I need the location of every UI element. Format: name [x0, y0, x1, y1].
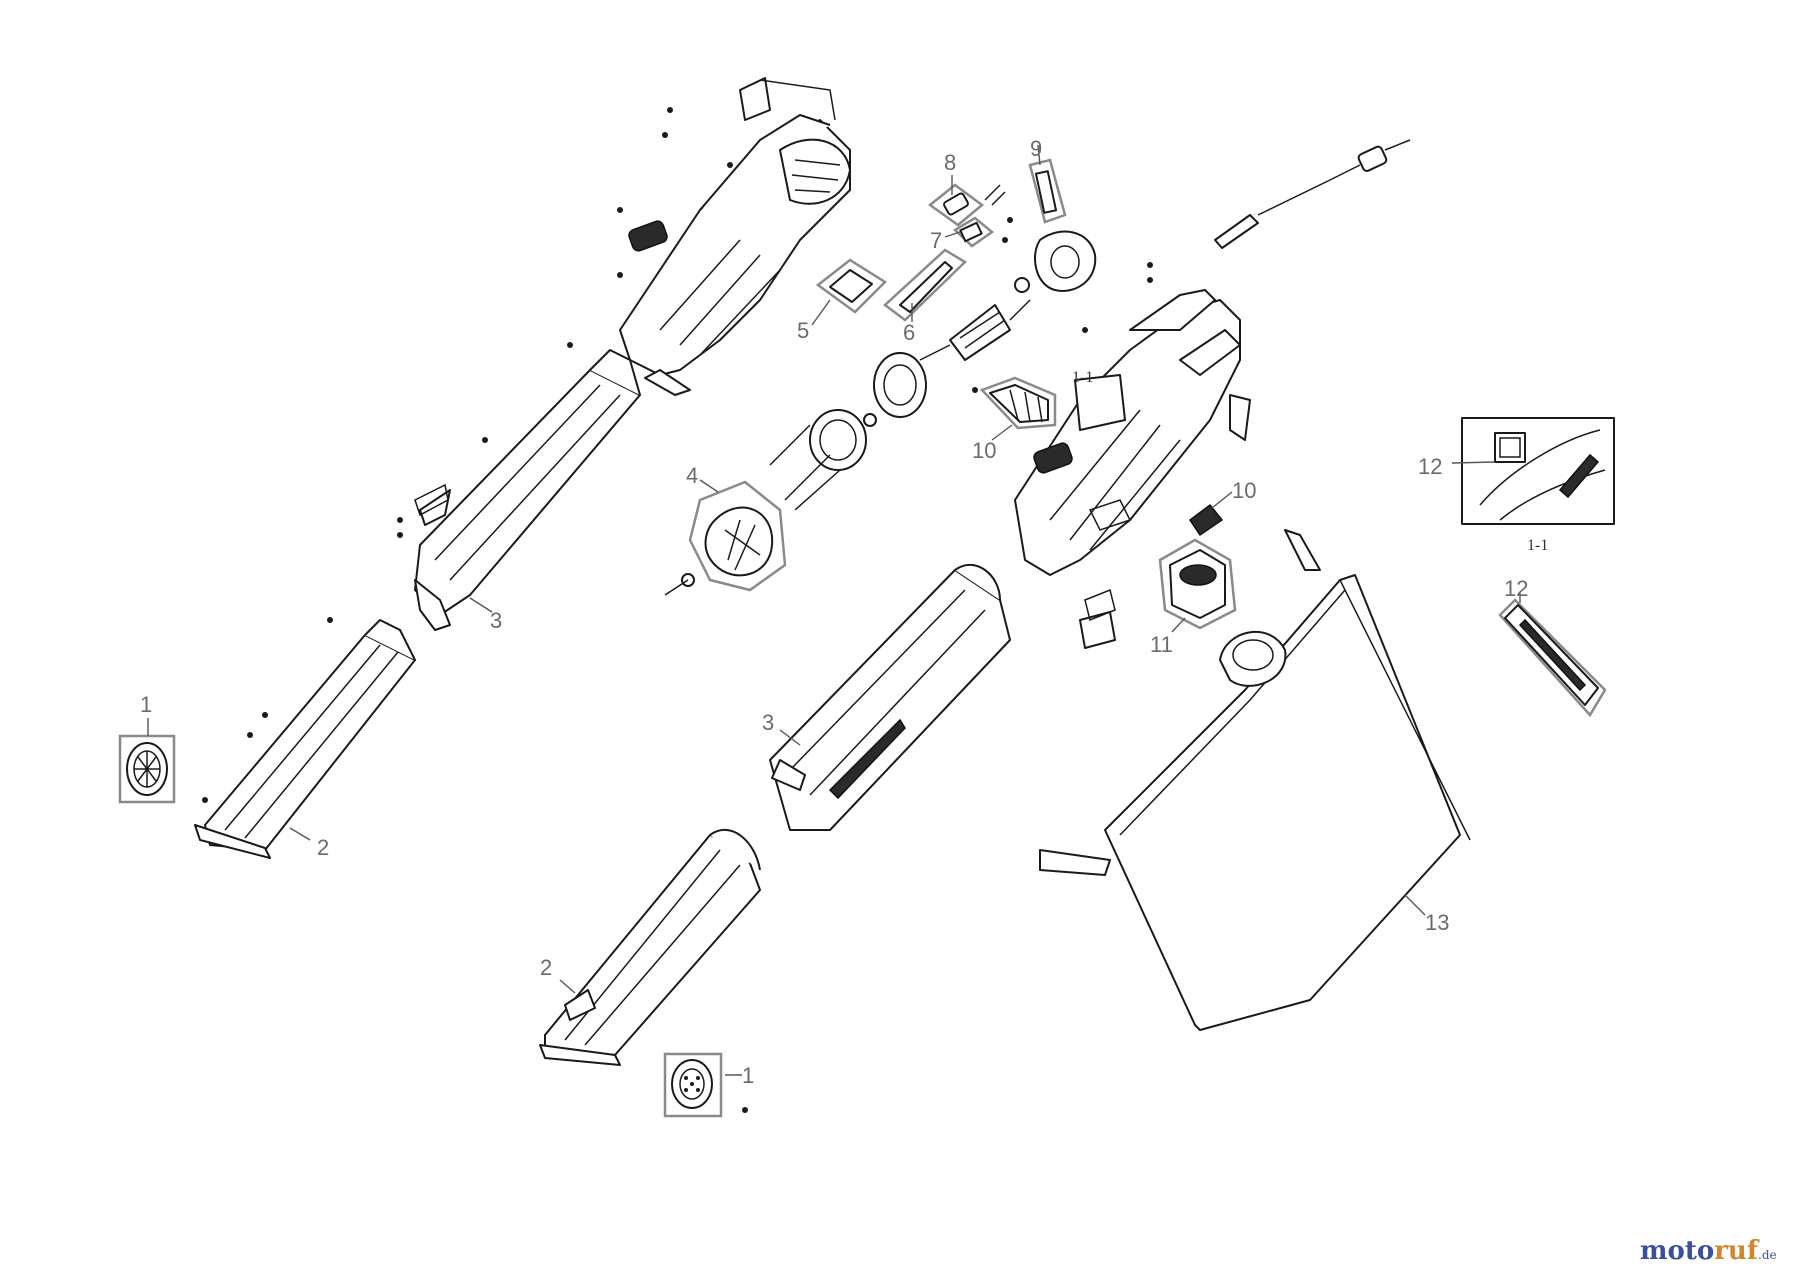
detail-view-1-1: [1461, 417, 1615, 525]
label-part-3-center: 3: [762, 710, 774, 735]
switch-part-7: [952, 216, 995, 248]
tube-section-3-upper: [414, 349, 641, 631]
collection-bag-part-13: [1039, 529, 1471, 1031]
switch-part-9: [1028, 158, 1067, 224]
label-part-1-lower: 1: [742, 1063, 754, 1088]
label-part-5: 5: [797, 318, 809, 343]
wheel-part-1-lower: [663, 1052, 723, 1118]
leader-lines: [147, 144, 1521, 1076]
label-part-9: 9: [1030, 136, 1042, 161]
label-part-2-left: 2: [317, 835, 329, 860]
label-part-3-upper: 3: [490, 608, 502, 633]
tube-section-2-lower: [539, 829, 761, 1066]
callout-labels: 1 2 3 4 5 6 7 8 9 10 10 11 12 12 13 3 2 …: [140, 136, 1548, 1088]
wheel-part-1-left: [118, 734, 176, 804]
adapter-part-11: [1158, 538, 1237, 630]
motor-assembly: [664, 230, 1097, 596]
switch-part-8: [927, 183, 1006, 227]
label-part-8: 8: [944, 150, 956, 175]
tube-section-2-left: [194, 619, 416, 859]
label-part-12-detail: 12: [1418, 454, 1442, 479]
label-part-1-left: 1: [140, 692, 152, 717]
lower-housing-half: [1014, 289, 1251, 649]
watermark-part-1: moto: [1640, 1236, 1715, 1266]
power-cord: [1214, 139, 1411, 249]
label-part-10-lower: 10: [1232, 478, 1256, 503]
watermark-part-3: .de: [1758, 1248, 1777, 1262]
part-10-upper: [979, 376, 1057, 430]
label-detail-1-1-small: 1-1: [1072, 369, 1093, 386]
label-sticker-part-5: [815, 258, 887, 314]
tube-section-3-center: [769, 563, 1011, 831]
label-part-2-lower: 2: [540, 955, 552, 980]
part-10-lower: [1188, 503, 1224, 537]
label-part-13: 13: [1425, 910, 1449, 935]
label-part-7: 7: [930, 228, 942, 253]
watermark-part-2: ruf: [1714, 1236, 1759, 1266]
label-part-10-upper: 10: [972, 438, 996, 463]
switch-lever-part-6: [883, 248, 968, 322]
screws-and-small-parts: [202, 107, 1153, 1113]
label-part-4: 4: [686, 463, 698, 488]
upper-housing-half: [619, 77, 851, 396]
label-detail-1-1-caption: 1-1: [1527, 537, 1548, 554]
watermark-logo: motoruf.de: [1640, 1236, 1777, 1266]
label-part-12-standalone: 12: [1504, 576, 1528, 601]
label-part-6: 6: [903, 320, 915, 345]
label-part-11: 11: [1150, 632, 1173, 657]
part-12-standalone: [1498, 598, 1607, 718]
